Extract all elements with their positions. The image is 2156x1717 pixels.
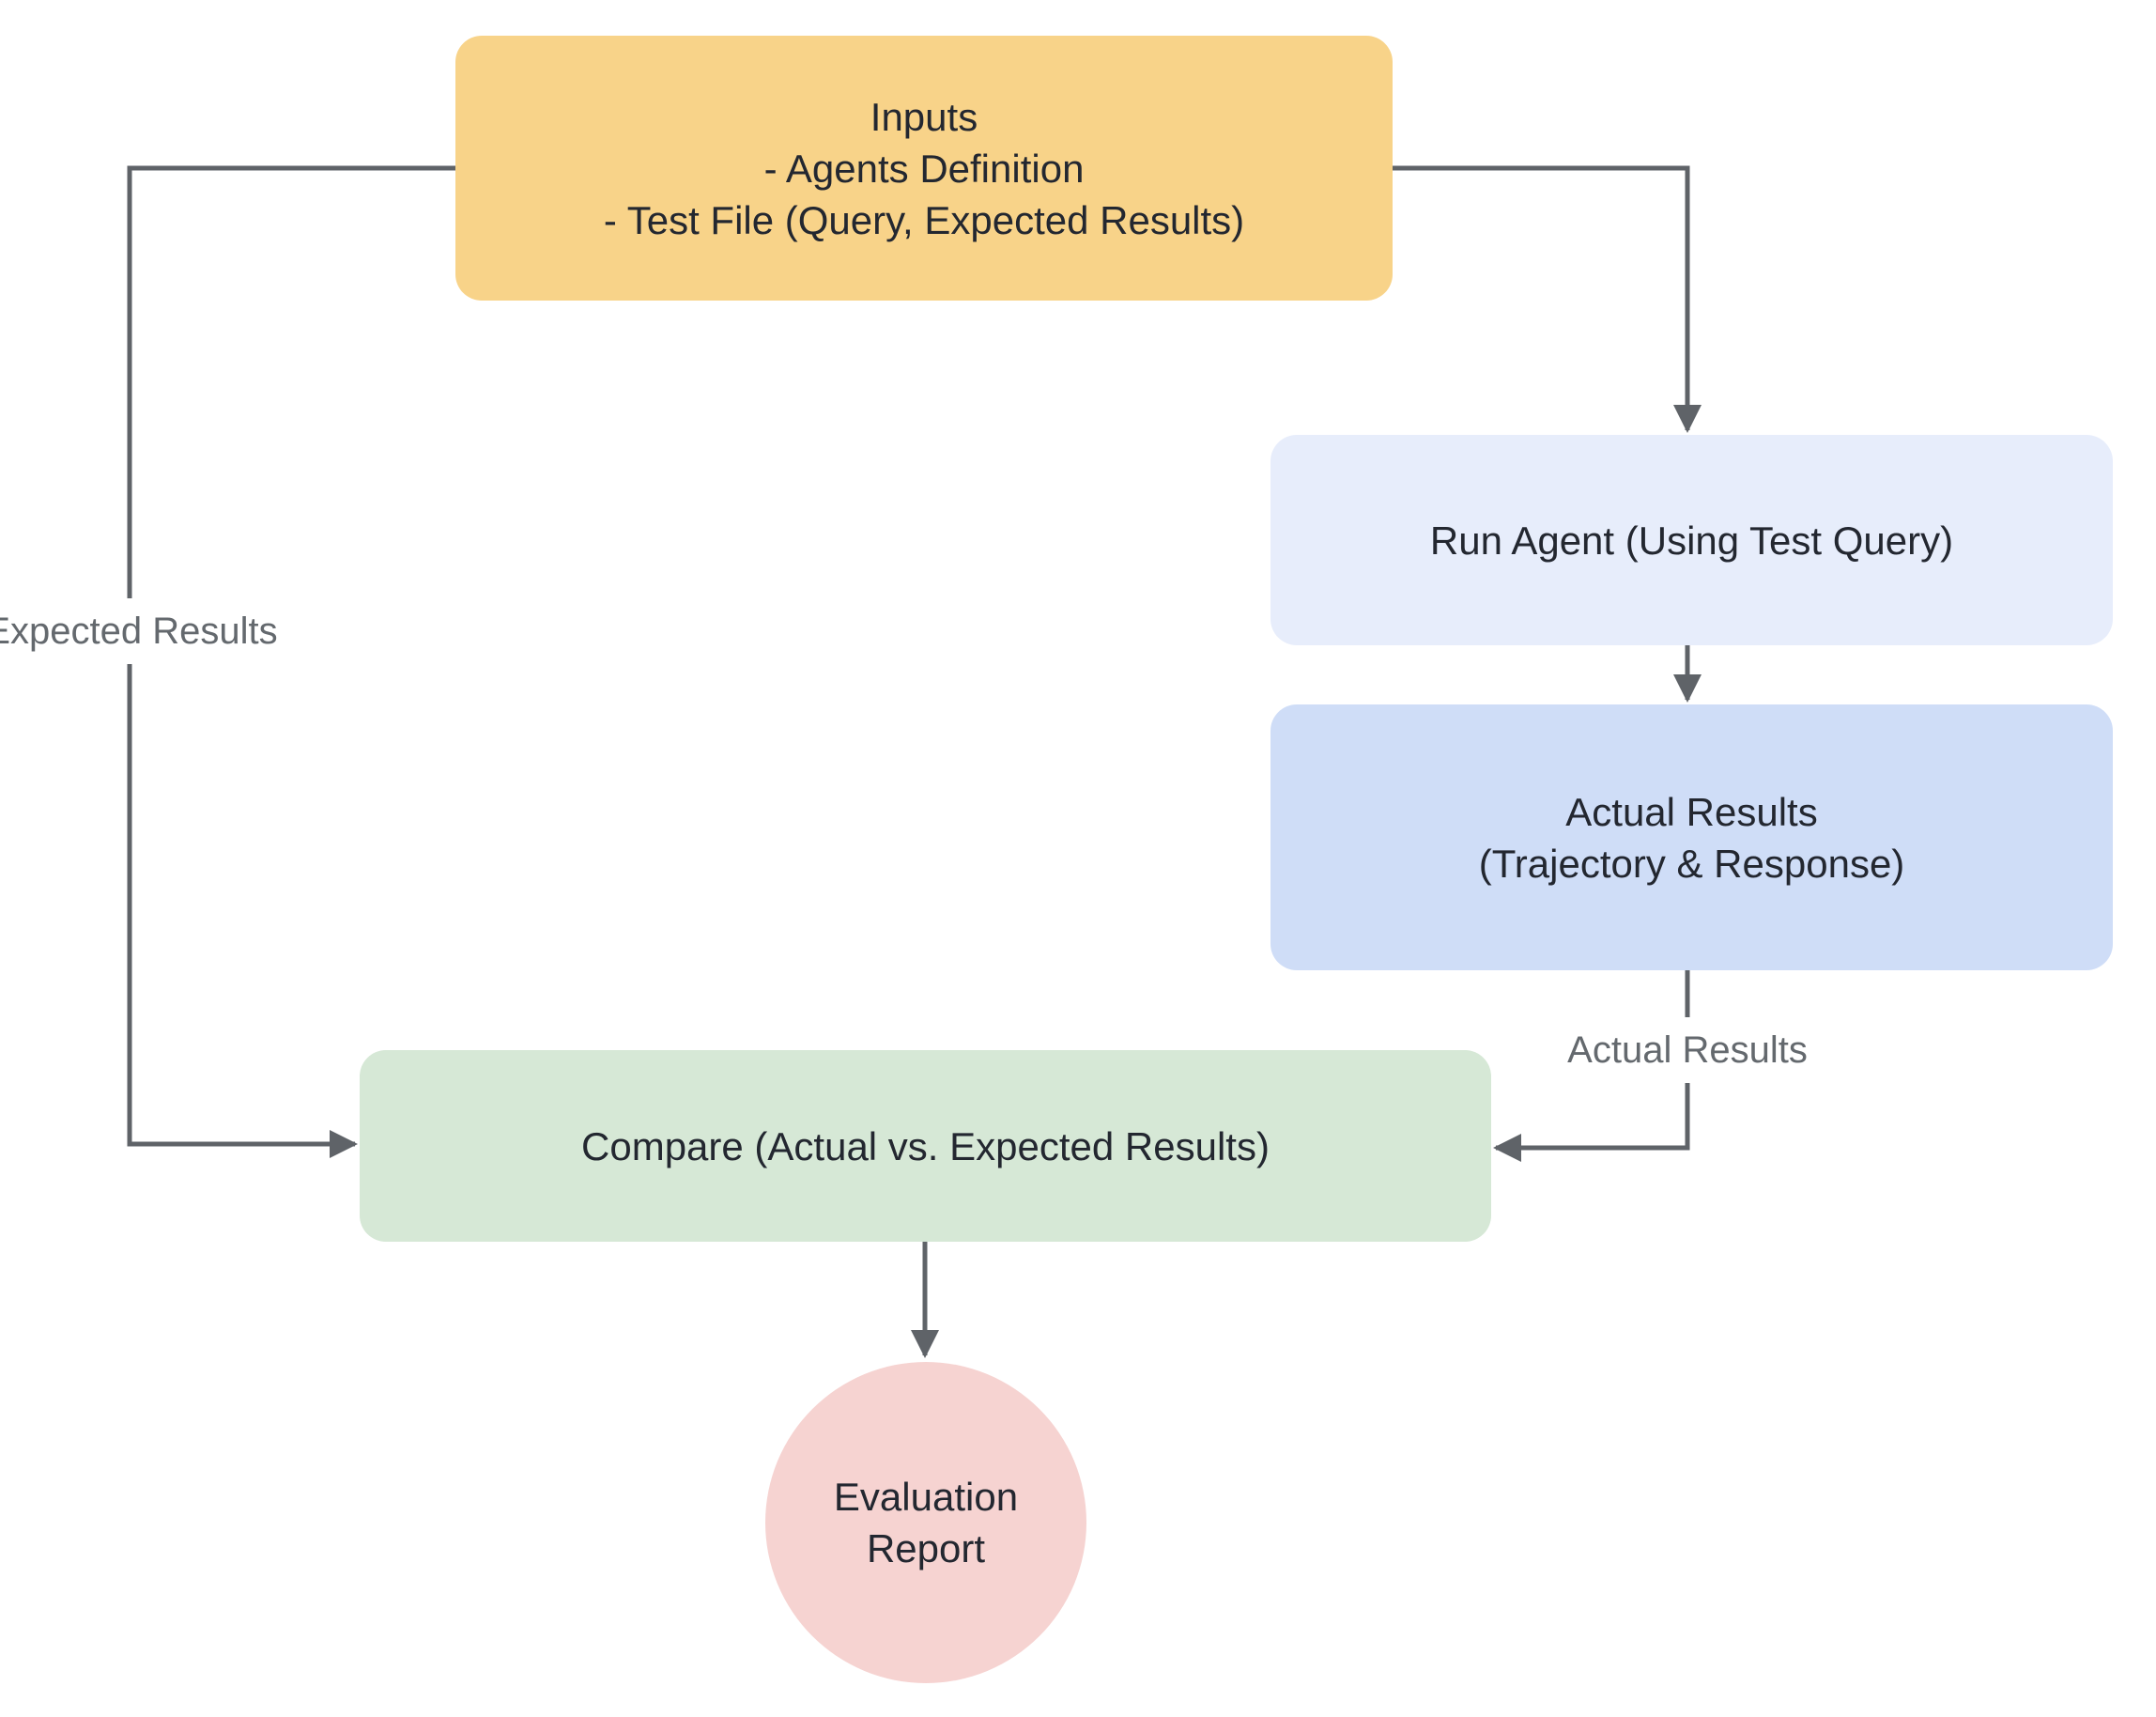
inputs-node-line-3: - Test File (Query, Expected Results) [603, 197, 1245, 242]
edge-inputs-to-run-agent [1393, 165, 1702, 433]
compare-node: Compare (Actual vs. Expected Results) [360, 1050, 1491, 1242]
inputs-node: Inputs - Agents Definition - Test File (… [455, 36, 1393, 301]
run-agent-node: Run Agent (Using Test Query) [1270, 435, 2113, 645]
actual-results-edge-label-text: Actual Results [1567, 1029, 1808, 1071]
expected-results-edge-label-line-2: Results [152, 611, 278, 652]
expected-results-edge-label-line-1: Expected [0, 611, 143, 652]
inputs-node-line-1: Inputs [870, 94, 978, 139]
actual-results-node: Actual Results (Trajectory & Response) [1270, 704, 2113, 970]
compare-node-label: Compare (Actual vs. Expected Results) [581, 1123, 1270, 1168]
actual-results-edge-label: Actual Results [1560, 1017, 1815, 1083]
actual-results-node-line-1: Actual Results [1565, 789, 1818, 834]
inputs-node-line-2: - Agents Definition [763, 146, 1085, 191]
evaluation-report-node: Evaluation Report [765, 1362, 1086, 1683]
actual-results-node-line-2: (Trajectory & Response) [1478, 841, 1905, 886]
evaluation-report-node-line-2: Report [866, 1526, 986, 1570]
run-agent-node-label: Run Agent (Using Test Query) [1429, 518, 1954, 563]
expected-results-edge-label: Expected Results [0, 598, 285, 664]
evaluation-report-node-line-1: Evaluation [833, 1475, 1019, 1519]
